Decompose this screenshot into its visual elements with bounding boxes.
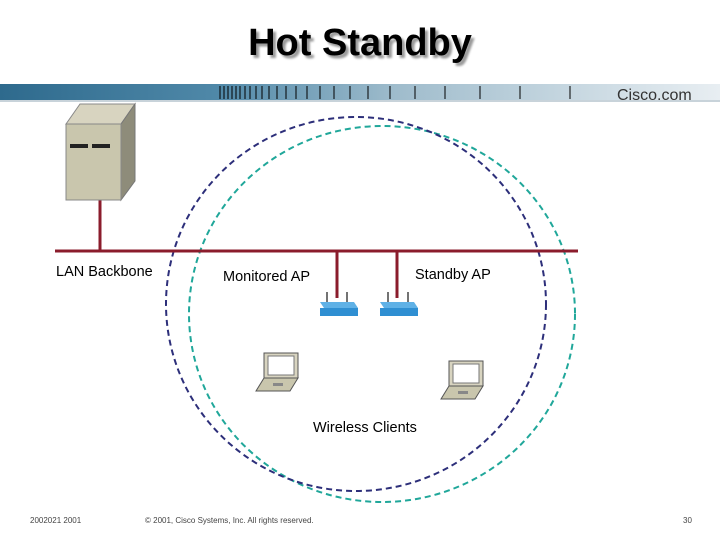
wireless-clients-label: Wireless Clients — [313, 420, 417, 436]
monitored-ap-label: Monitored AP — [223, 269, 311, 285]
laptop-icon — [440, 360, 484, 400]
page-number: 30 — [683, 516, 692, 525]
lan-backbone-label: LAN Backbone — [56, 264, 153, 280]
standby-ap-icon — [380, 292, 418, 316]
monitored-coverage-area — [165, 116, 547, 492]
monitored-ap-icon — [320, 292, 358, 316]
standby-coverage-area — [188, 125, 576, 503]
laptop-icon — [255, 352, 299, 392]
standby-ap-label: Standby AP — [415, 267, 491, 283]
slide-title: Hot Standby — [248, 22, 472, 64]
cisco-brand: Cisco.com — [617, 87, 692, 104]
footer-date: 2002021 2001 — [30, 516, 82, 525]
server-icon — [65, 102, 136, 202]
header-bar — [0, 84, 720, 102]
footer-copyright: © 2001, Cisco Systems, Inc. All rights r… — [145, 516, 314, 525]
